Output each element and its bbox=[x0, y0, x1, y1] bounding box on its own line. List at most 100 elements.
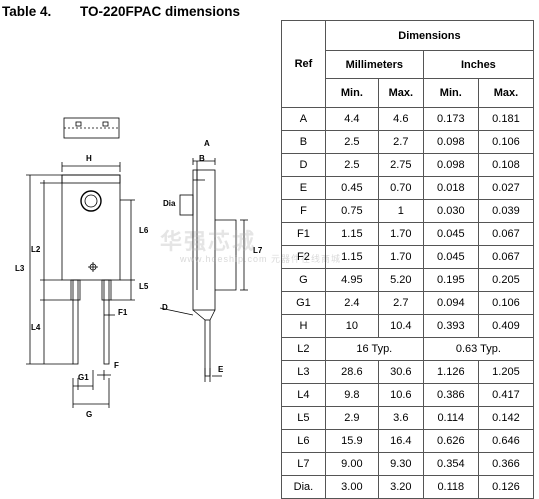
watermark: 华强芯城 bbox=[160, 229, 257, 254]
cell-mm-max: 10.4 bbox=[377, 314, 424, 338]
label-F: F bbox=[114, 361, 119, 370]
label-L7: L7 bbox=[253, 246, 263, 255]
cell-in-min: 0.018 bbox=[422, 176, 479, 200]
cell-ref: B bbox=[281, 130, 326, 154]
header-millimeters: Millimeters bbox=[324, 50, 424, 79]
label-F1: F1 bbox=[118, 308, 128, 317]
cell-ref: F1 bbox=[281, 222, 326, 246]
dimensions-table: Ref Dimensions Millimeters Inches Min. M… bbox=[281, 20, 535, 499]
lead-2 bbox=[103, 279, 110, 365]
cell-mm-max: 9.30 bbox=[377, 452, 424, 476]
label-B: B bbox=[199, 154, 205, 163]
cell-in-max: 0.409 bbox=[477, 314, 535, 338]
cell-mm-min: 2.5 bbox=[324, 130, 379, 154]
header-max-in: Max. bbox=[477, 78, 535, 108]
label-L5: L5 bbox=[139, 282, 149, 291]
label-E: E bbox=[218, 365, 224, 374]
cell-mm-min: 4.4 bbox=[324, 107, 379, 131]
cell-in-min: 0.393 bbox=[422, 314, 479, 338]
cell-in-min: 0.386 bbox=[422, 383, 479, 407]
cell-mm-max: 3.6 bbox=[377, 406, 424, 430]
cell-mm-min: 2.5 bbox=[324, 153, 379, 177]
cell-in-min: 0.098 bbox=[422, 153, 479, 177]
cell-in-typ: 0.63 Typ. bbox=[422, 337, 535, 361]
cell-in-min: 0.094 bbox=[422, 291, 479, 315]
cell-in-min: 0.173 bbox=[422, 107, 479, 131]
cell-in-max: 0.205 bbox=[477, 268, 535, 292]
cell-in-max: 0.646 bbox=[477, 429, 535, 453]
cell-in-max: 0.067 bbox=[477, 245, 535, 269]
cell-in-max: 0.142 bbox=[477, 406, 535, 430]
mounting-hole bbox=[80, 190, 102, 212]
label-L3: L3 bbox=[15, 264, 25, 273]
cell-mm-max: 0.70 bbox=[377, 176, 424, 200]
cell-in-max: 0.027 bbox=[477, 176, 535, 200]
header-ref: Ref bbox=[281, 20, 326, 108]
label-D: D bbox=[162, 303, 168, 312]
package-drawing: H L2 L3 L4 L5 L6 L7 F F1 G G1 A B D E Di… bbox=[15, 117, 263, 419]
cell-in-min: 0.098 bbox=[422, 130, 479, 154]
cell-mm-max: 1 bbox=[377, 199, 424, 223]
cell-mm-min: 2.4 bbox=[324, 291, 379, 315]
cell-ref: E bbox=[281, 176, 326, 200]
cell-mm-min: 0.75 bbox=[324, 199, 379, 223]
cell-mm-max: 2.75 bbox=[377, 153, 424, 177]
cell-in-max: 0.417 bbox=[477, 383, 535, 407]
label-L2: L2 bbox=[31, 245, 41, 254]
cell-in-max: 0.181 bbox=[477, 107, 535, 131]
label-G1: G1 bbox=[78, 373, 89, 382]
cell-in-max: 0.126 bbox=[477, 475, 535, 499]
cell-in-max: 0.106 bbox=[477, 291, 535, 315]
label-H: H bbox=[86, 154, 92, 163]
cell-in-min: 0.118 bbox=[422, 475, 479, 499]
cell-mm-max: 16.4 bbox=[377, 429, 424, 453]
cell-in-max: 0.108 bbox=[477, 153, 535, 177]
cell-in-max: 0.039 bbox=[477, 199, 535, 223]
side-lead bbox=[204, 319, 211, 377]
table-caption: Table 4.TO-220FPAC dimensions bbox=[2, 4, 240, 19]
lead-1 bbox=[72, 279, 79, 365]
cell-in-min: 0.354 bbox=[422, 452, 479, 476]
cell-mm-max: 1.70 bbox=[377, 245, 424, 269]
cell-in-min: 0.195 bbox=[422, 268, 479, 292]
cell-ref: F bbox=[281, 199, 326, 223]
cell-in-min: 0.045 bbox=[422, 245, 479, 269]
cell-ref: A bbox=[281, 107, 326, 131]
cell-mm-max: 5.20 bbox=[377, 268, 424, 292]
cell-ref: L7 bbox=[281, 452, 326, 476]
cell-mm-min: 2.9 bbox=[324, 406, 379, 430]
side-view-body bbox=[192, 169, 216, 311]
cell-ref: L2 bbox=[281, 337, 326, 361]
cell-ref: G1 bbox=[281, 291, 326, 315]
cell-in-max: 0.106 bbox=[477, 130, 535, 154]
cell-mm-min: 10 bbox=[324, 314, 379, 338]
header-inches: Inches bbox=[422, 50, 535, 79]
cell-mm-min: 9.00 bbox=[324, 452, 379, 476]
cell-mm-min: 1.15 bbox=[324, 222, 379, 246]
cell-in-max: 0.366 bbox=[477, 452, 535, 476]
cell-ref: L3 bbox=[281, 360, 326, 384]
caption-title: TO-220FPAC dimensions bbox=[80, 4, 241, 19]
header-max-mm: Max. bbox=[377, 78, 424, 108]
cell-in-max: 1.205 bbox=[477, 360, 535, 384]
cell-mm-max: 1.70 bbox=[377, 222, 424, 246]
cell-in-min: 1.126 bbox=[422, 360, 479, 384]
cell-in-min: 0.030 bbox=[422, 199, 479, 223]
cell-ref: D bbox=[281, 153, 326, 177]
cell-ref: L4 bbox=[281, 383, 326, 407]
cell-mm-max: 30.6 bbox=[377, 360, 424, 384]
cell-in-max: 0.067 bbox=[477, 222, 535, 246]
label-Dia: Dia bbox=[163, 199, 176, 208]
cell-mm-max: 2.7 bbox=[377, 291, 424, 315]
